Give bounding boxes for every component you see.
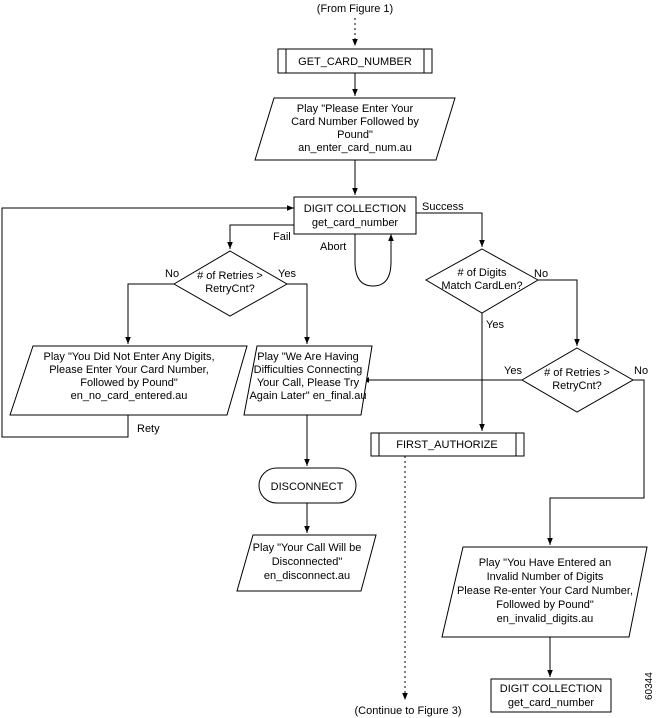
edge-label-yes-2: Yes [486,319,504,331]
svg-text:get_card_number: get_card_number [508,697,595,709]
digit-collection-2-text: DIGIT COLLECTION get_card_number [500,683,603,709]
first-authorize-box [370,432,525,457]
retries-2-decision [521,347,635,413]
figure-id: 60344 [644,672,655,700]
play-no-digits-shape [9,345,248,416]
digits-match-decision [424,248,540,314]
edge-label-no-3: No [634,365,648,377]
digits-match-text: # of Digits Match CardLen? [441,267,522,292]
play-enter-card-shape [254,97,456,161]
svg-text:Difficulties Connecting: Difficulties Connecting [254,364,363,376]
svg-text:RetryCnt?: RetryCnt? [552,380,602,392]
disconnect-label: DISCONNECT [271,481,344,493]
svg-text:Again Later" en_final.au: Again Later" en_final.au [249,390,366,402]
svg-text:en_disconnect.au: en_disconnect.au [264,570,350,582]
svg-text:Invalid Number of Digits: Invalid Number of Digits [487,571,604,583]
edge-label-retry: Rety [137,423,160,435]
svg-text:Play "You Have Entered an: Play "You Have Entered an [479,557,612,569]
svg-text:# of Digits: # of Digits [458,267,507,279]
digit-collection-1-box [293,196,417,235]
get-card-number-label: GET_CARD_NUMBER [298,56,412,68]
svg-text:en_invalid_digits.au: en_invalid_digits.au [497,613,594,625]
edge-label-no-1: No [165,268,179,280]
play-difficulties-shape [243,345,373,416]
digit-collection-1-text: DIGIT COLLECTION get_card_number [304,203,407,229]
svg-text:Followed by Pound": Followed by Pound" [80,377,178,389]
edge-label-abort: Abort [320,241,346,253]
svg-text:Match CardLen?: Match CardLen? [441,280,522,292]
play-invalid-shape [441,546,648,638]
svg-text:# of Retries >: # of Retries > [544,367,610,379]
svg-text:# of Retries >: # of Retries > [197,270,263,282]
play-disconnected-shape [236,534,377,592]
digit-collection-2-box [490,678,612,713]
svg-text:Card Number Followed by: Card Number Followed by [291,116,419,128]
play-disconnected-text: Play "Your Call Will be Disconnected" en… [253,542,362,582]
play-no-digits-text: Play "You Did Not Enter Any Digits, Plea… [43,351,214,402]
svg-text:Play "Your Call Will be: Play "Your Call Will be [253,542,362,554]
svg-text:Please Re-enter Your Card Numb: Please Re-enter Your Card Number, [457,585,633,597]
edge-label-yes-1: Yes [278,268,296,280]
retries-2-text: # of Retries > RetryCnt? [544,367,610,392]
get-card-number-box [277,48,433,74]
svg-text:DIGIT COLLECTION: DIGIT COLLECTION [500,683,603,695]
play-enter-card-text: Play "Please Enter Your Card Number Foll… [291,103,419,154]
svg-text:Please Enter Your Card Number,: Please Enter Your Card Number, [49,364,209,376]
svg-text:Play "Please Enter Your: Play "Please Enter Your [297,103,414,115]
edge-label-yes-3: Yes [504,365,522,377]
retries-1-decision [173,250,289,317]
edge-label-fail: Fail [273,231,291,243]
svg-text:Disconnected": Disconnected" [272,556,343,568]
edge-label-success: Success [422,201,464,213]
svg-text:RetryCnt?: RetryCnt? [205,283,255,295]
play-invalid-text: Play "You Have Entered an Invalid Number… [457,557,633,625]
connectors [1,18,645,700]
play-difficulties-text: Play "We Are Having Difficulties Connect… [249,351,366,402]
svg-text:en_no_card_entered.au: en_no_card_entered.au [71,390,188,402]
svg-text:Pound": Pound" [337,129,373,141]
svg-text:Your Call, Please Try: Your Call, Please Try [257,377,360,389]
retries-1-text: # of Retries > RetryCnt? [197,270,263,295]
bottom-reference: (Continue to Figure 3) [355,705,462,717]
svg-text:get_card_number: get_card_number [312,217,399,229]
svg-text:Play "We Are Having: Play "We Are Having [257,351,359,363]
edge-label-no-2: No [534,268,548,280]
disconnect-terminal [258,467,357,504]
svg-text:an_enter_card_num.au: an_enter_card_num.au [298,142,412,154]
svg-text:DIGIT COLLECTION: DIGIT COLLECTION [304,203,407,215]
first-authorize-label: FIRST_AUTHORIZE [396,439,497,451]
svg-text:Followed by Pound": Followed by Pound" [496,599,594,611]
svg-text:Play "You Did Not Enter Any Di: Play "You Did Not Enter Any Digits, [43,351,214,363]
top-reference: (From Figure 1) [317,3,393,15]
